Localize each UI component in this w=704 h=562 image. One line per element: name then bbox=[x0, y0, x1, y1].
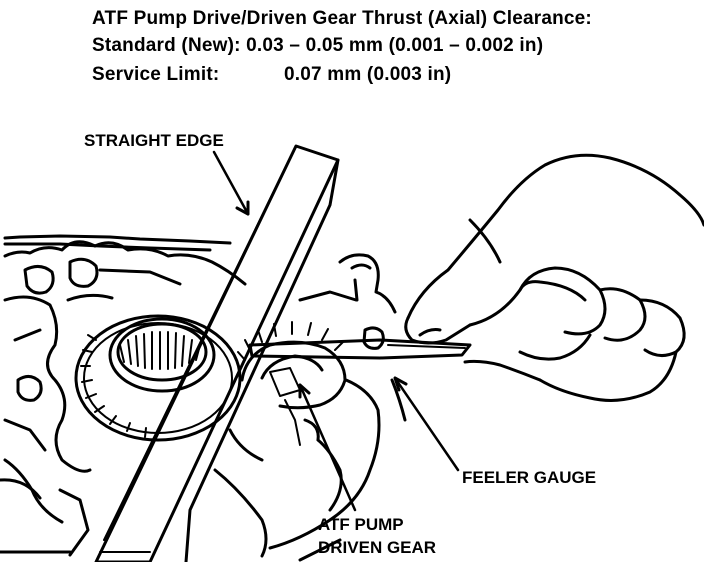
leader-arrows bbox=[212, 150, 460, 512]
pump-drive-gear bbox=[74, 314, 242, 442]
spec-service-limit: Service Limit: 0.07 mm (0.003 in) bbox=[92, 64, 451, 86]
spec-title: ATF Pump Drive/Driven Gear Thrust (Axial… bbox=[92, 8, 592, 29]
feeler-gauge bbox=[248, 326, 472, 360]
pump-housing bbox=[0, 234, 247, 557]
callout-straight-edge: STRAIGHT EDGE bbox=[84, 131, 224, 150]
callout-driven-gear-line1: ATF PUMP bbox=[318, 515, 404, 534]
callout-driven-gear-line2: DRIVEN GEAR bbox=[318, 538, 437, 557]
spec-standard: Standard (New): 0.03 – 0.05 mm (0.001 – … bbox=[92, 35, 544, 56]
straight-edge bbox=[94, 144, 340, 562]
pump-body bbox=[213, 253, 407, 562]
callout-feeler-gauge: FEELER GAUGE bbox=[462, 468, 597, 487]
service-limit-label: Service Limit: bbox=[92, 64, 220, 85]
technician-hand bbox=[404, 153, 704, 402]
service-limit-value: 0.07 mm (0.003 in) bbox=[284, 64, 452, 85]
